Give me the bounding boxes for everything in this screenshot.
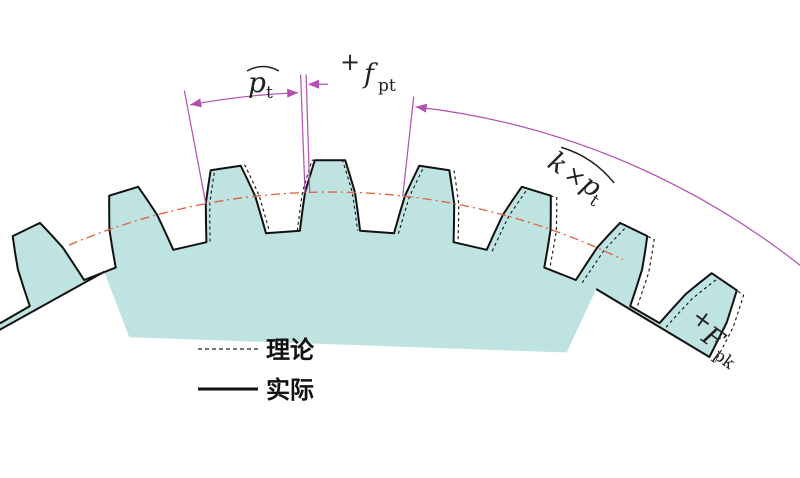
fpt-arrow — [308, 79, 319, 89]
pt-subscript: t — [266, 83, 273, 103]
kpt-arc-mark — [560, 146, 615, 184]
ext-line-pt-left — [183, 90, 207, 204]
fpt-subscript: pt — [378, 76, 396, 96]
kpt-dimension-arc — [415, 106, 800, 267]
fpt-symbol: f — [362, 59, 378, 90]
pitch-deviation-label-fpt: + f pt — [340, 48, 396, 96]
ext-line-kpt-start — [402, 96, 415, 197]
legend-actual-label: 实际 — [266, 376, 314, 404]
pt-arrow-right — [287, 88, 299, 98]
pt-symbol: p — [248, 66, 266, 99]
pitch-label-pt: p t — [246, 65, 280, 103]
gear-inner-cutout — [0, 330, 360, 478]
pt-dimension-arc — [190, 92, 299, 106]
ext-line-fpt — [305, 74, 311, 193]
pitch-circle — [68, 191, 624, 261]
ext-line-pt-right — [300, 74, 306, 193]
kpt-arrow-start — [415, 103, 428, 113]
pt-arc-mark — [246, 65, 280, 72]
gear-body — [0, 160, 737, 357]
legend-theoretical-label: 理论 — [266, 336, 315, 364]
pt-arrow-left — [190, 98, 202, 108]
fpt-sign: + — [340, 48, 360, 76]
legend: 理论 实际 — [198, 336, 315, 404]
dimension-lines — [183, 74, 800, 267]
gear — [0, 159, 745, 478]
